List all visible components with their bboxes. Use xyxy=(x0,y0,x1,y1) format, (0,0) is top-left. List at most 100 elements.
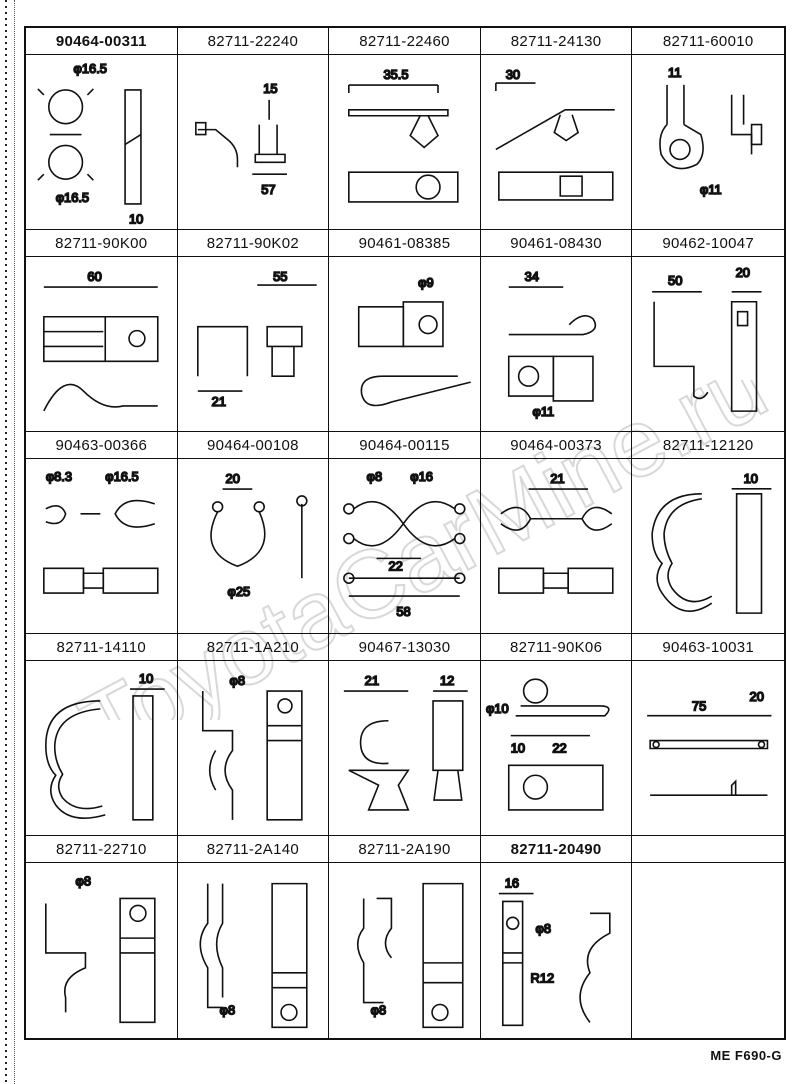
part-cell: 82711-2A140 φ8 xyxy=(177,836,330,1038)
part-number: 90464-00108 xyxy=(177,432,329,459)
part-number: 90463-00366 xyxy=(26,432,177,459)
part-number: 82711-90K06 xyxy=(480,634,632,661)
wire-clip-icon: 20 φ25 xyxy=(178,459,329,633)
part-cell: 82711-14110 10 xyxy=(26,634,178,836)
svg-text:16: 16 xyxy=(505,876,519,891)
part-number: 82711-90K02 xyxy=(177,230,329,257)
part-cell: 90464-00373 21 xyxy=(480,432,633,634)
svg-text:55: 55 xyxy=(273,269,287,284)
svg-text:35.5: 35.5 xyxy=(384,67,409,82)
svg-text:φ25: φ25 xyxy=(227,584,250,599)
svg-text:10: 10 xyxy=(744,471,758,486)
part-cell: 82711-90K02 55 21 xyxy=(177,230,330,432)
push-clip-icon: 35.5 xyxy=(329,55,480,229)
svg-text:21: 21 xyxy=(550,471,564,486)
svg-text:φ8: φ8 xyxy=(371,1002,387,1017)
part-cell: 90464-00311 φ16.5 φ16.5 10 xyxy=(26,28,178,230)
part-number: 90464-00115 xyxy=(329,432,480,459)
cable-clamp-icon: 10 xyxy=(26,661,177,835)
part-cell: 90464-00108 20 φ25 xyxy=(177,432,330,634)
svg-text:20: 20 xyxy=(225,471,239,486)
hook-clip-icon: φ10 10 22 xyxy=(481,661,632,835)
double-clip-icon: 21 xyxy=(481,459,632,633)
empty-cell xyxy=(632,836,784,1038)
part-cell: 90467-13030 21 12 xyxy=(329,634,481,836)
part-cell: 82711-90K06 φ10 10 22 xyxy=(480,634,633,836)
part-cell: 82711-22460 35.5 xyxy=(329,28,481,230)
svg-text:60: 60 xyxy=(87,269,101,284)
part-number: 82711-2A190 xyxy=(329,836,480,863)
part-cell: 82711-90K00 60 xyxy=(26,230,178,432)
part-cell: 82711-1A210 φ8 xyxy=(177,634,330,836)
parts-grid: 90464-00311 φ16.5 φ16.5 10 82711-22240 1… xyxy=(24,26,786,1040)
svg-text:φ8: φ8 xyxy=(367,469,383,484)
svg-text:22: 22 xyxy=(389,558,403,573)
svg-text:57: 57 xyxy=(261,182,275,197)
part-number: 90461-08430 xyxy=(480,230,632,257)
part-cell: 82711-22240 15 57 xyxy=(177,28,330,230)
bracket-clip-icon: φ8 xyxy=(178,661,329,835)
part-number: 90462-10047 xyxy=(632,230,784,257)
svg-text:φ8: φ8 xyxy=(535,921,551,936)
part-number: 90464-00373 xyxy=(480,432,632,459)
bracket-clip-icon: φ8 xyxy=(329,863,480,1038)
part-number: 82711-22710 xyxy=(26,836,177,863)
part-number: 82711-90K00 xyxy=(26,230,177,257)
part-number xyxy=(632,836,784,863)
clamp-icon: 15 57 xyxy=(178,55,329,229)
part-number: 90467-13030 xyxy=(329,634,480,661)
svg-text:20: 20 xyxy=(736,265,750,280)
svg-text:50: 50 xyxy=(668,273,682,288)
binding-holes xyxy=(2,0,15,1084)
part-cell: 90461-08430 34 φ11 xyxy=(480,230,633,432)
part-cell: 82711-60010 11 φ11 xyxy=(632,28,784,230)
part-cell: 90463-10031 75 20 xyxy=(632,634,784,836)
part-number: 82711-14110 xyxy=(26,634,177,661)
svg-text:φ16: φ16 xyxy=(410,469,433,484)
svg-text:φ11: φ11 xyxy=(532,404,554,419)
bent-clip-icon: 50 20 xyxy=(632,257,784,431)
svg-text:30: 30 xyxy=(506,67,520,82)
ring-clip-icon: 11 φ11 xyxy=(632,55,784,229)
svg-text:φ16.5: φ16.5 xyxy=(105,469,138,484)
twin-wire-clip-icon: φ8 φ16 22 58 xyxy=(329,459,480,633)
loop-clamp-icon: 34 φ11 xyxy=(481,257,632,431)
svg-text:11: 11 xyxy=(668,65,681,80)
part-number: 90461-08385 xyxy=(329,230,480,257)
svg-text:R12: R12 xyxy=(530,971,554,986)
part-number: 90464-00311 xyxy=(26,28,177,55)
part-number: 82711-60010 xyxy=(632,28,784,55)
svg-text:12: 12 xyxy=(440,673,454,688)
svg-text:10: 10 xyxy=(511,740,525,755)
svg-text:15: 15 xyxy=(263,81,277,96)
svg-text:φ8: φ8 xyxy=(229,673,245,688)
double-clip-icon: φ16.5 φ16.5 10 xyxy=(26,55,177,229)
svg-text:φ16.5: φ16.5 xyxy=(56,190,89,205)
part-number: 82711-24130 xyxy=(480,28,632,55)
svg-text:21: 21 xyxy=(211,394,225,409)
flat-clip-icon: 60 xyxy=(26,257,177,431)
part-number: 82711-20490 xyxy=(480,836,632,863)
bracket-clip-icon: φ8 xyxy=(26,863,177,1038)
loop-clamp-icon: φ9 xyxy=(329,257,480,431)
svg-text:20: 20 xyxy=(750,689,764,704)
part-cell: 82711-22710 φ8 xyxy=(26,836,178,1038)
part-cell: 82711-2A190 φ8 xyxy=(329,836,481,1038)
svg-text:75: 75 xyxy=(692,699,706,714)
svg-text:φ11: φ11 xyxy=(700,182,722,197)
part-cell: 82711-12120 10 xyxy=(632,432,784,634)
u-clip-icon: 55 21 xyxy=(178,257,329,431)
svg-text:21: 21 xyxy=(365,673,379,688)
strap-clip-icon: 75 20 xyxy=(632,661,784,835)
svg-text:10: 10 xyxy=(129,212,143,227)
part-cell: 90463-00366 φ8.3 φ16.5 xyxy=(26,432,178,634)
bracket-clip-icon: φ8 xyxy=(178,863,329,1038)
part-cell: 82711-20490 16 φ8 R12 xyxy=(480,836,633,1038)
angled-clip-icon: 30 xyxy=(481,55,632,229)
svg-text:φ10: φ10 xyxy=(486,701,509,716)
part-number: 82711-1A210 xyxy=(177,634,329,661)
svg-text:10: 10 xyxy=(139,671,153,686)
bracket-clip-icon: 16 φ8 R12 xyxy=(481,863,632,1038)
svg-text:22: 22 xyxy=(552,740,566,755)
svg-text:φ9: φ9 xyxy=(418,275,434,290)
